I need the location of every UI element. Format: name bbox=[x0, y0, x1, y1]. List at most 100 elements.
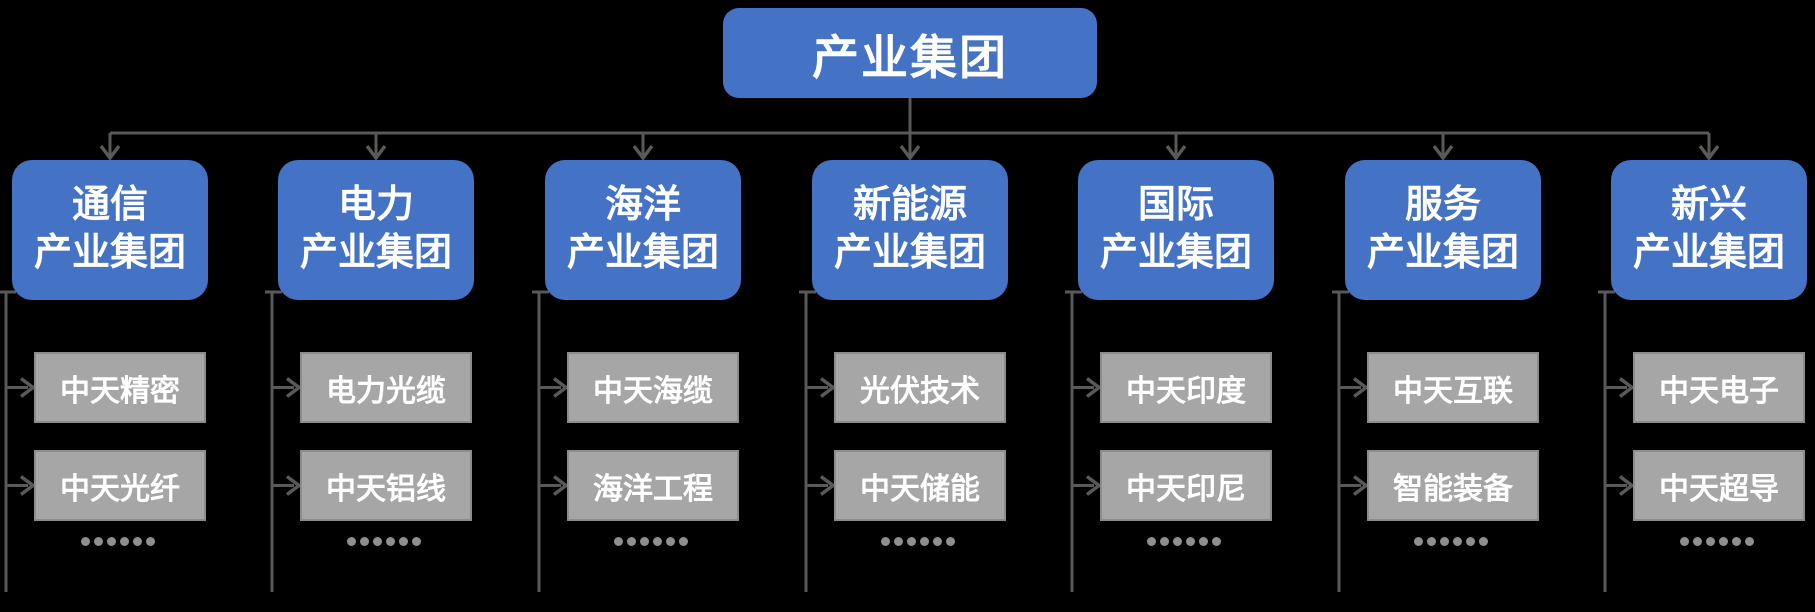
subsidiary-box: 电力光缆 bbox=[300, 352, 472, 423]
ellipsis-dot bbox=[907, 537, 916, 546]
ellipsis-dot bbox=[614, 537, 623, 546]
group-header-label-line: 产业集团 bbox=[1632, 232, 1785, 274]
subsidiary-box: 中天海缆 bbox=[567, 352, 739, 423]
group-header-label-line: 通信 bbox=[71, 184, 148, 227]
group-header-box: 国际产业集团 bbox=[1078, 160, 1274, 300]
group-header-label-line: 产业集团 bbox=[1099, 232, 1252, 274]
ellipsis-dot bbox=[920, 537, 929, 546]
group-header-label-line: 产业集团 bbox=[33, 232, 186, 274]
group-header-label-line: 产业集团 bbox=[833, 232, 986, 274]
subsidiary-label: 中天超导 bbox=[1659, 472, 1779, 506]
ellipsis-dot bbox=[1719, 537, 1728, 546]
subsidiary-box: 中天铝线 bbox=[300, 450, 472, 521]
subsidiary-box: 中天超导 bbox=[1633, 450, 1805, 521]
ellipsis-dot bbox=[1212, 537, 1221, 546]
ellipsis-dot bbox=[107, 537, 116, 546]
ellipsis-dot bbox=[1479, 537, 1488, 546]
ellipsis-dot bbox=[120, 537, 129, 546]
more-subsidiaries-ellipsis bbox=[1414, 537, 1488, 546]
ellipsis-dot bbox=[81, 537, 90, 546]
more-subsidiaries-ellipsis bbox=[1147, 537, 1221, 546]
root-group-label: 产业集团 bbox=[812, 30, 1008, 84]
subsidiary-label: 中天精密 bbox=[60, 374, 180, 408]
subsidiary-box: 中天电子 bbox=[1633, 352, 1805, 423]
ellipsis-dot bbox=[653, 537, 662, 546]
ellipsis-dot bbox=[1427, 537, 1436, 546]
subsidiary-label: 中天互联 bbox=[1393, 374, 1513, 408]
group-header-box: 电力产业集团 bbox=[278, 160, 474, 300]
ellipsis-dot bbox=[373, 537, 382, 546]
group-header-label-line: 产业集团 bbox=[566, 232, 719, 274]
more-subsidiaries-ellipsis bbox=[881, 537, 955, 546]
ellipsis-dot bbox=[1466, 537, 1475, 546]
more-subsidiaries-ellipsis bbox=[81, 537, 155, 546]
ellipsis-dot bbox=[881, 537, 890, 546]
ellipsis-dot bbox=[399, 537, 408, 546]
ellipsis-dot bbox=[1186, 537, 1195, 546]
ellipsis-dot bbox=[146, 537, 155, 546]
ellipsis-dot bbox=[894, 537, 903, 546]
subsidiary-label: 海洋工程 bbox=[593, 472, 713, 506]
ellipsis-dot bbox=[347, 537, 356, 546]
group-header-label-line: 国际 bbox=[1137, 184, 1214, 227]
ellipsis-dot bbox=[640, 537, 649, 546]
more-subsidiaries-ellipsis bbox=[347, 537, 421, 546]
ellipsis-dot bbox=[946, 537, 955, 546]
ellipsis-dot bbox=[1414, 537, 1423, 546]
ellipsis-dot bbox=[1173, 537, 1182, 546]
group-header-box: 通信产业集团 bbox=[12, 160, 208, 300]
ellipsis-dot bbox=[1199, 537, 1208, 546]
ellipsis-dot bbox=[133, 537, 142, 546]
group-header-label-line: 服务 bbox=[1404, 184, 1481, 227]
more-subsidiaries-ellipsis bbox=[1680, 537, 1754, 546]
subsidiary-label: 中天海缆 bbox=[593, 374, 713, 408]
subsidiary-label: 智能装备 bbox=[1393, 472, 1513, 506]
group-header-box: 海洋产业集团 bbox=[545, 160, 741, 300]
subsidiary-box: 中天印度 bbox=[1100, 352, 1272, 423]
ellipsis-dot bbox=[1440, 537, 1449, 546]
group-header-label-line: 新兴 bbox=[1670, 184, 1747, 227]
root-group-box: 产业集团 bbox=[723, 8, 1097, 98]
subsidiary-label: 光伏技术 bbox=[860, 374, 980, 408]
ellipsis-dot bbox=[1693, 537, 1702, 546]
ellipsis-dot bbox=[1706, 537, 1715, 546]
group-header-label-line: 产业集团 bbox=[1366, 232, 1519, 274]
subsidiary-label: 中天铝线 bbox=[326, 472, 446, 506]
subsidiary-box: 智能装备 bbox=[1367, 450, 1539, 521]
subsidiary-label: 中天印尼 bbox=[1126, 472, 1246, 506]
ellipsis-dot bbox=[1680, 537, 1689, 546]
group-header-box: 新能源产业集团 bbox=[812, 160, 1008, 300]
ellipsis-dot bbox=[386, 537, 395, 546]
ellipsis-dot bbox=[1453, 537, 1462, 546]
ellipsis-dot bbox=[1147, 537, 1156, 546]
subsidiary-box: 中天储能 bbox=[834, 450, 1006, 521]
more-subsidiaries-ellipsis bbox=[614, 537, 688, 546]
subsidiary-label: 电力光缆 bbox=[326, 374, 446, 408]
subsidiary-box: 中天精密 bbox=[34, 352, 206, 423]
ellipsis-dot bbox=[412, 537, 421, 546]
subsidiary-label: 中天印度 bbox=[1126, 374, 1246, 408]
ellipsis-dot bbox=[679, 537, 688, 546]
group-header-box: 服务产业集团 bbox=[1345, 160, 1541, 300]
subsidiary-box: 光伏技术 bbox=[834, 352, 1006, 423]
ellipsis-dot bbox=[1745, 537, 1754, 546]
subsidiary-box: 中天印尼 bbox=[1100, 450, 1272, 521]
group-header-label-line: 产业集团 bbox=[299, 232, 452, 274]
subsidiary-label: 中天光纤 bbox=[60, 472, 180, 506]
group-header-box: 新兴产业集团 bbox=[1611, 160, 1807, 300]
ellipsis-dot bbox=[666, 537, 675, 546]
group-header-label-line: 新能源 bbox=[852, 184, 967, 227]
group-header-label-line: 海洋 bbox=[604, 184, 681, 227]
ellipsis-dot bbox=[360, 537, 369, 546]
group-header-label-line: 电力 bbox=[337, 184, 414, 227]
subsidiary-label: 中天电子 bbox=[1659, 374, 1779, 408]
subsidiary-box: 中天互联 bbox=[1367, 352, 1539, 423]
ellipsis-dot bbox=[933, 537, 942, 546]
subsidiary-box: 海洋工程 bbox=[567, 450, 739, 521]
subsidiary-box: 中天光纤 bbox=[34, 450, 206, 521]
ellipsis-dot bbox=[1160, 537, 1169, 546]
ellipsis-dot bbox=[1732, 537, 1741, 546]
subsidiary-label: 中天储能 bbox=[860, 472, 980, 506]
ellipsis-dot bbox=[94, 537, 103, 546]
